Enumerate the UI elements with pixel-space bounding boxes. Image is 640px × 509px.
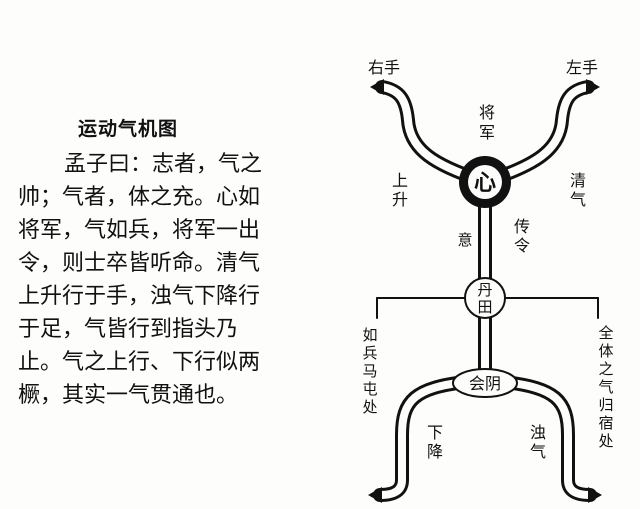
soldiers-label-5: 处 xyxy=(362,398,377,416)
rise-label-2: 升 xyxy=(392,190,408,209)
paragraph-line: 令，则士卒皆听命。清气 xyxy=(18,251,261,276)
clear-qi-label-1: 清 xyxy=(570,171,586,190)
paragraph-line: 止。气之上行、下行似两 xyxy=(18,350,261,375)
heart-label: 心 xyxy=(474,170,496,196)
clear-qi-label-2: 气 xyxy=(570,190,586,209)
paragraph-line: 孟子曰：志者，气之 xyxy=(64,152,263,177)
right-hand-label: 右手 xyxy=(368,58,400,77)
paragraph-line: 帅；气者，体之充。心如 xyxy=(18,185,261,210)
paragraph-line: 上升行于手，浊气下降行 xyxy=(18,284,261,309)
dantian-label-top: 丹 xyxy=(477,281,492,299)
whole-body-label-6: 宿 xyxy=(598,414,613,432)
whole-body-label-2: 体 xyxy=(598,342,613,360)
general-label-1: 将 xyxy=(479,103,495,122)
turbid-qi-label-2: 气 xyxy=(530,442,546,461)
paragraph-line: 于足，气皆行到指头乃 xyxy=(18,317,239,342)
figure-title: 运动气机图 xyxy=(78,118,179,140)
lower-left-channel xyxy=(373,375,472,502)
soldiers-label-2: 兵 xyxy=(362,344,377,362)
arrow-left-hand-icon xyxy=(586,79,600,95)
whole-body-label-1: 全 xyxy=(598,324,613,342)
arrow-right-hand-icon xyxy=(370,79,384,95)
whole-body-label-4: 气 xyxy=(598,378,613,396)
descend-label-2: 降 xyxy=(427,442,443,461)
soldiers-label-3: 马 xyxy=(362,362,377,380)
paragraph-line: 橛，其实一气贯通也。 xyxy=(18,383,239,408)
whole-body-label-7: 处 xyxy=(598,432,613,450)
left-hand-label: 左手 xyxy=(566,58,598,77)
turbid-qi-label-1: 浊 xyxy=(530,423,546,442)
rise-label-1: 上 xyxy=(392,171,408,190)
yi-label: 意 xyxy=(457,231,472,249)
lower-right-channel xyxy=(498,375,597,502)
soldiers-label-4: 屯 xyxy=(362,380,377,398)
huiyin-node xyxy=(452,368,518,398)
transmit-label-2: 令 xyxy=(514,236,530,255)
descend-label-1: 下 xyxy=(427,423,443,442)
whole-body-label-3: 之 xyxy=(598,360,613,378)
whole-body-label-5: 归 xyxy=(598,396,613,414)
arrow-lower-right-icon xyxy=(588,487,602,503)
qi-circulation-diagram: 心 丹 田 会阴 右手 左手 将 军 上 升 清 气 意 传 令 如 兵 马 屯… xyxy=(362,58,614,503)
transmit-label-1: 传 xyxy=(514,217,530,236)
paragraph-line: 将军，气如兵，将军一出 xyxy=(18,218,261,243)
soldiers-label-1: 如 xyxy=(362,326,377,344)
explanation-paragraph: 孟子曰：志者，气之 帅；气者，体之充。心如 将军，气如兵，将军一出 令，则士卒皆… xyxy=(18,148,308,412)
general-label-2: 军 xyxy=(479,123,495,142)
dantian-label-bottom: 田 xyxy=(477,298,492,316)
arrow-lower-left-icon xyxy=(368,487,382,503)
dantian-node xyxy=(464,277,506,319)
huiyin-label: 会阴 xyxy=(469,374,501,393)
